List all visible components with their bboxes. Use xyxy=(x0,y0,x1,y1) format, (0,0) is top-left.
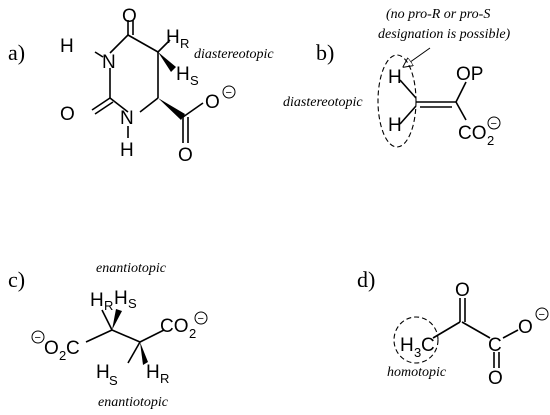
panel-a-atom-h-r: H xyxy=(166,27,180,48)
panel-d-bonds xyxy=(432,298,519,368)
panel-d-atom-o-top: O xyxy=(455,280,470,301)
panel-c-sub-r-top: R xyxy=(104,298,113,313)
panel-b-atom-op: OP xyxy=(456,64,483,85)
panel-c-bonds xyxy=(85,309,165,365)
panel-a-ring-bonds xyxy=(91,20,204,143)
panel-b-co2: CO 2 xyxy=(458,123,494,148)
svg-text:H: H xyxy=(400,335,414,356)
panel-a-atom-o-top: O xyxy=(122,6,137,27)
panel-b-note-left: diastereotopic xyxy=(283,95,363,110)
panel-d-atom-o-bottom: O xyxy=(488,368,503,389)
panel-d: d) H 3 C O C O O − homotopic xyxy=(357,267,549,389)
svg-text:2: 2 xyxy=(59,348,66,363)
panel-a-note: diastereotopic xyxy=(194,47,274,62)
panel-a-negative-charge: − xyxy=(222,85,236,99)
panel-b-label: b) xyxy=(316,40,334,65)
panel-c-atom-h-r-bottom: H xyxy=(146,362,160,383)
panel-a-label: a) xyxy=(8,40,25,65)
svg-text:−: − xyxy=(491,118,497,130)
panel-c-atom-h-s-bottom: H xyxy=(96,362,110,383)
panel-a-sub-r: R xyxy=(180,36,189,51)
svg-text:−: − xyxy=(226,87,232,99)
panel-a-atom-o-carbonyl: O xyxy=(178,145,193,166)
panel-d-h3c: H 3 C xyxy=(400,335,435,360)
panel-a-atom-h-s: H xyxy=(176,64,190,85)
panel-a-atom-o-carboxylate: O xyxy=(205,92,220,113)
panel-d-note: homotopic xyxy=(387,365,447,380)
panel-c-label: c) xyxy=(8,267,25,292)
panel-c-o2c-left: O 2 C xyxy=(44,338,80,363)
svg-text:3: 3 xyxy=(414,345,421,360)
panel-a-atom-h-n-bottom: H xyxy=(120,140,134,161)
panel-b-atom-h-bottom: H xyxy=(388,115,402,136)
panel-b-negative-charge: − xyxy=(487,116,501,130)
panel-b-arrow xyxy=(406,47,431,65)
panel-a-atom-n-bottom: N xyxy=(120,108,134,129)
panel-c-sub-s-top: S xyxy=(128,296,137,311)
panel-a-atom-n-top: N xyxy=(102,52,116,73)
panel-c-note-top: enantiotopic xyxy=(96,261,167,276)
panel-a-sub-s: S xyxy=(190,73,199,88)
panel-d-label: d) xyxy=(357,267,375,292)
panel-c-sub-r-bottom: R xyxy=(160,371,169,386)
svg-text:CO: CO xyxy=(458,123,487,144)
svg-text:C: C xyxy=(421,335,435,356)
panel-b: b) (no pro-R or pro-S designation is pos… xyxy=(283,7,511,148)
svg-text:−: − xyxy=(35,332,41,344)
panel-d-negative-charge: − xyxy=(535,307,549,321)
panel-c-sub-s-bottom: S xyxy=(109,373,118,388)
svg-text:2: 2 xyxy=(189,326,196,341)
svg-text:O: O xyxy=(44,338,59,359)
panel-b-note-line2: designation is possible) xyxy=(378,27,511,42)
panel-a-atom-o-left: O xyxy=(60,104,75,125)
panel-c-co2-right: CO 2 xyxy=(160,316,196,341)
panel-c-atom-h-s-top: H xyxy=(114,288,128,309)
svg-text:C: C xyxy=(66,338,80,359)
panel-b-highlight-ellipse xyxy=(377,54,417,148)
panel-c: c) enantiotopic enantiotopic H R H S CO … xyxy=(8,261,208,410)
svg-text:2: 2 xyxy=(487,133,494,148)
panel-c-negative-charge-left: − xyxy=(31,330,45,344)
panel-c-atom-h-r-top: H xyxy=(90,290,104,311)
svg-text:CO: CO xyxy=(160,316,189,337)
svg-text:−: − xyxy=(539,309,545,321)
panel-c-negative-charge-right: − xyxy=(194,311,208,325)
panel-b-bonds xyxy=(399,79,467,125)
panel-b-atom-h-top: H xyxy=(388,67,402,88)
panel-d-atom-c-right: C xyxy=(488,335,502,356)
panel-a: a) O H N H R H S O N H xyxy=(8,6,274,166)
panel-d-atom-o-right: O xyxy=(518,317,533,338)
panel-c-note-bottom: enantiotopic xyxy=(98,395,169,410)
panel-d-highlight-ellipse xyxy=(393,316,439,364)
panel-a-atom-h-n-top: H xyxy=(60,36,74,57)
svg-text:−: − xyxy=(198,313,204,325)
panel-b-note-line1: (no pro-R or pro-S xyxy=(386,7,490,22)
